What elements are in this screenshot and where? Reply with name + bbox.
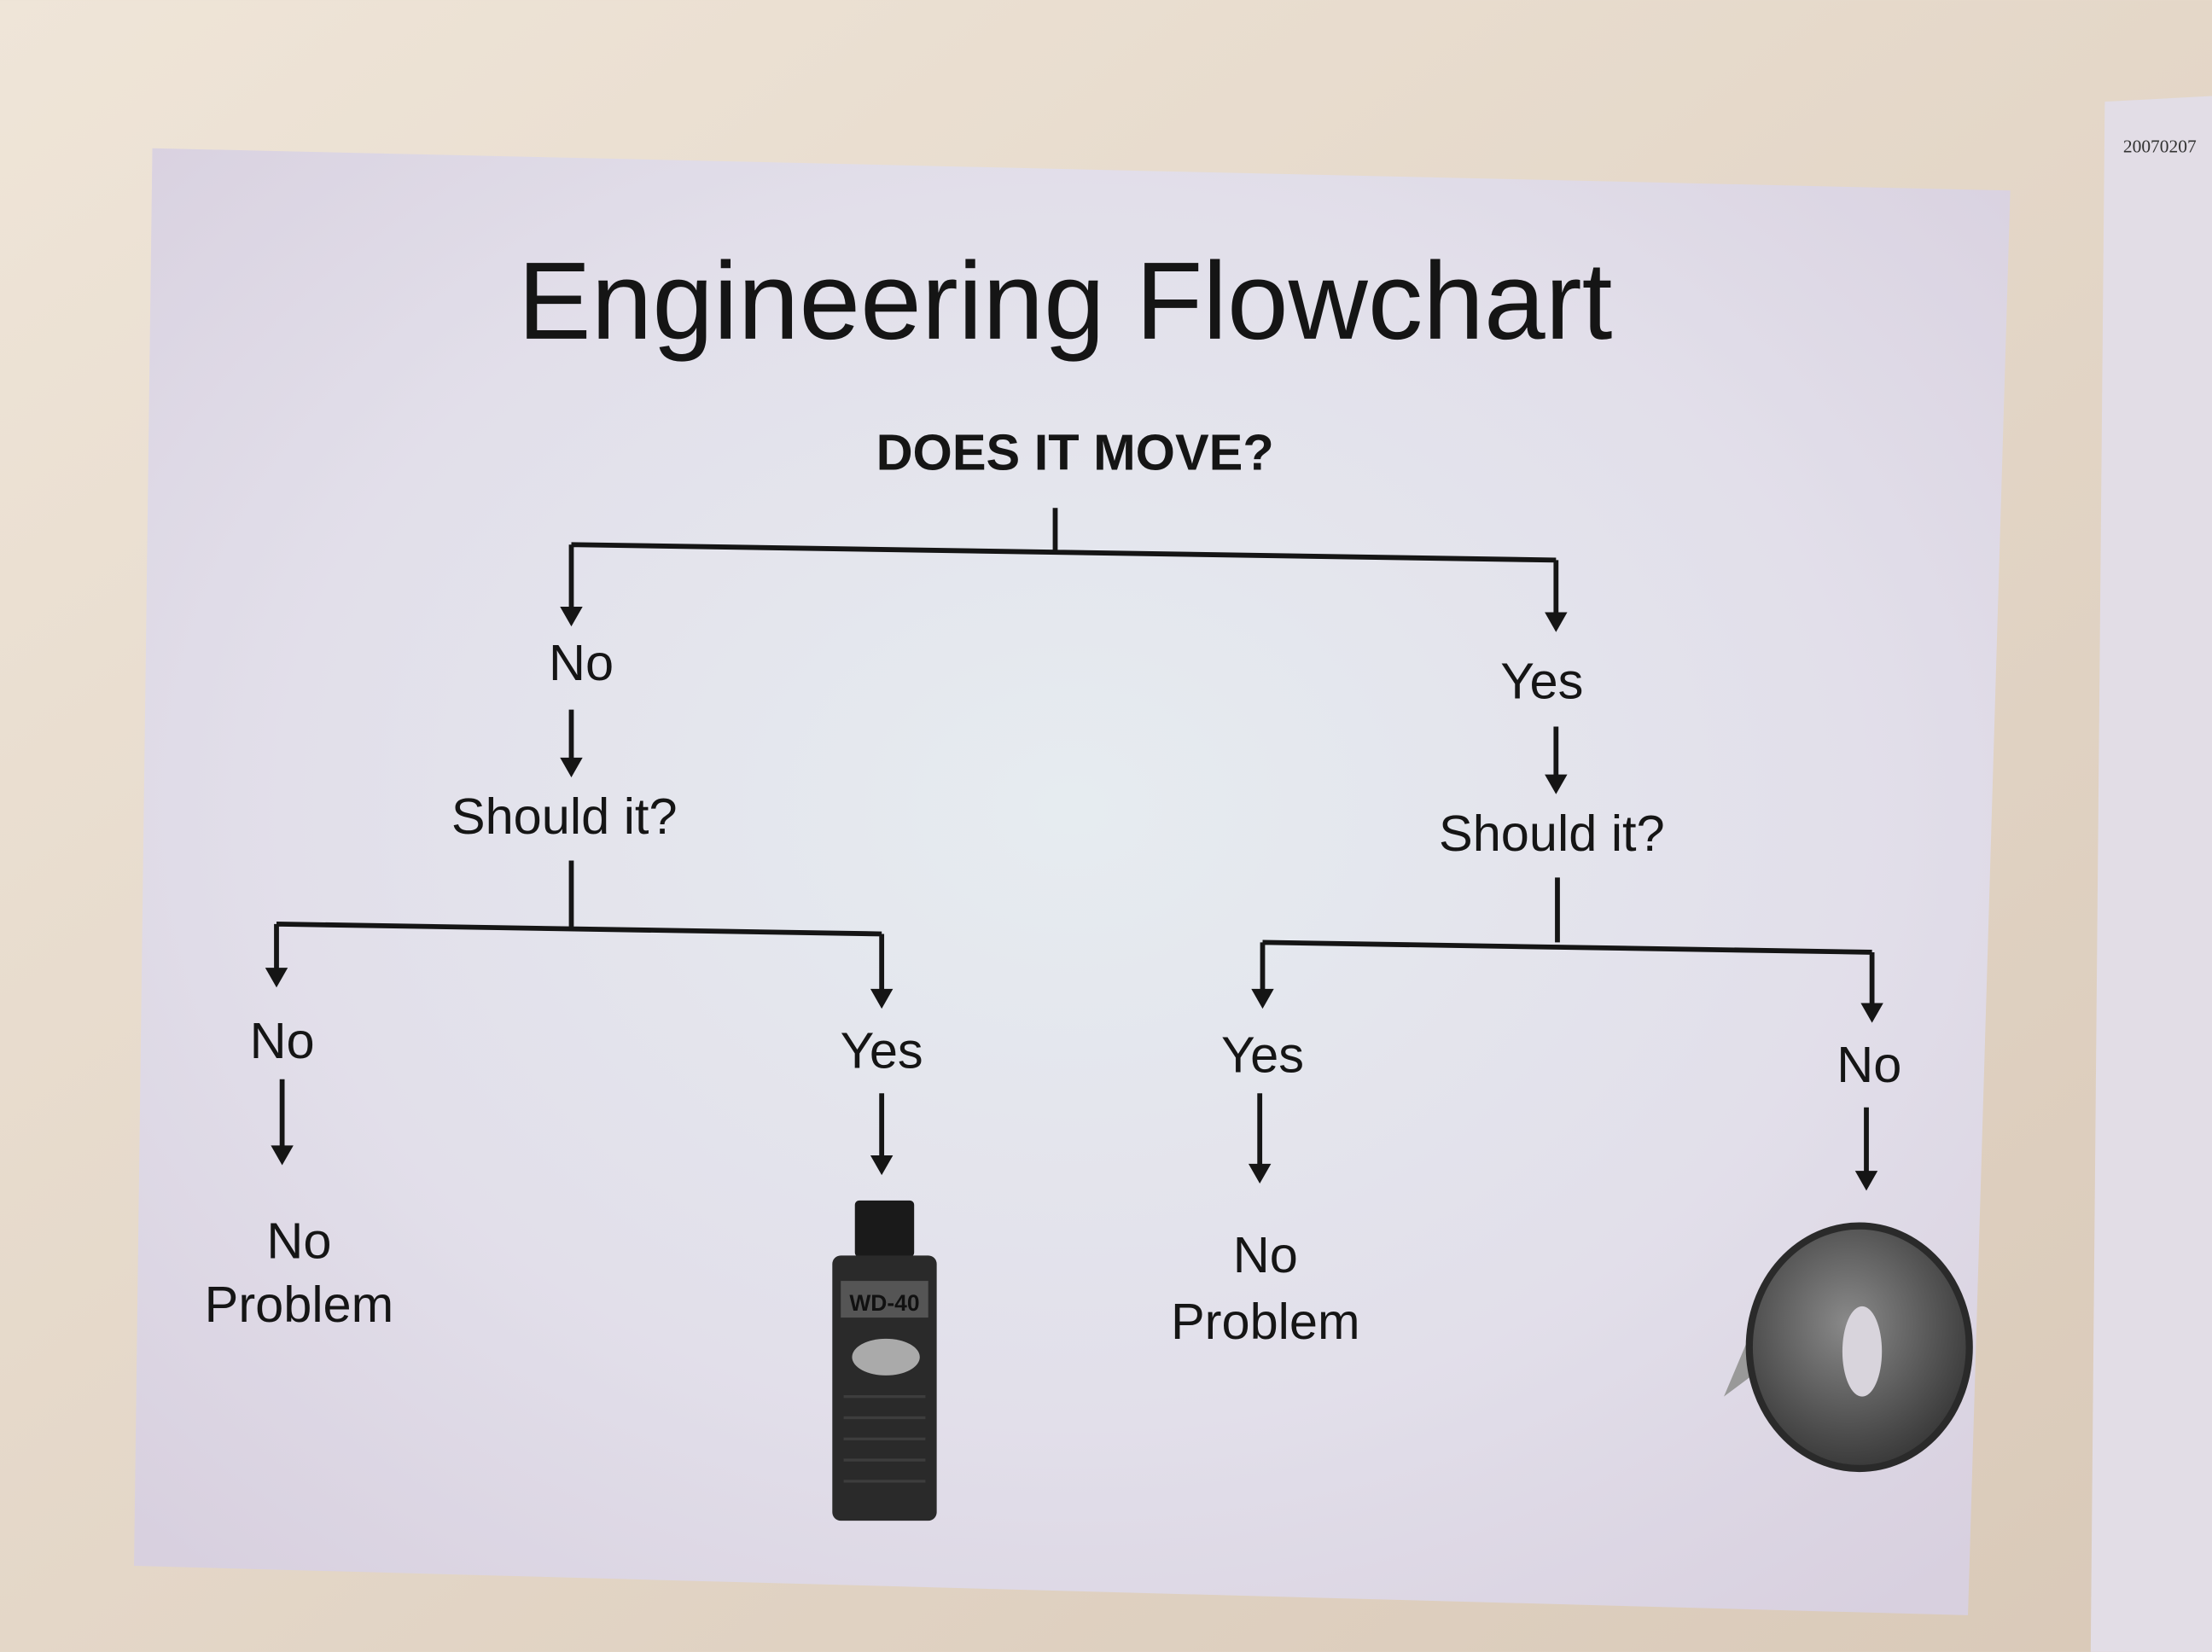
arrowheads — [265, 606, 1883, 1191]
answer-no: No — [549, 634, 614, 691]
can-label: WD-40 — [849, 1290, 919, 1316]
right-left-result-line1: No — [1233, 1226, 1298, 1283]
followup-question-right: Should it? — [1439, 805, 1665, 862]
right-right-answer: No — [1837, 1036, 1901, 1093]
root-question: DOES IT MOVE? — [876, 424, 1274, 481]
right-left-answer: Yes — [1221, 1026, 1304, 1083]
answer-yes: Yes — [1500, 652, 1583, 709]
left-left-result-line2: Problem — [205, 1276, 394, 1333]
poster-title: Engineering Flowchart — [518, 240, 1613, 363]
poster-paper — [134, 148, 2011, 1615]
duct-tape-image — [1724, 1222, 1973, 1473]
right-left-result-line2: Problem — [1171, 1293, 1360, 1350]
side-paper-stamp: 20070207 — [2123, 137, 2197, 157]
left-left-answer: No — [250, 1012, 315, 1069]
left-right-answer: Yes — [841, 1022, 923, 1079]
side-paper — [2090, 96, 2212, 1652]
connector-lines — [274, 508, 1875, 1176]
left-left-result-line1: No — [266, 1213, 331, 1270]
wd40-can-image: WD-40 — [832, 1200, 937, 1521]
followup-question-left: Should it? — [451, 788, 678, 845]
